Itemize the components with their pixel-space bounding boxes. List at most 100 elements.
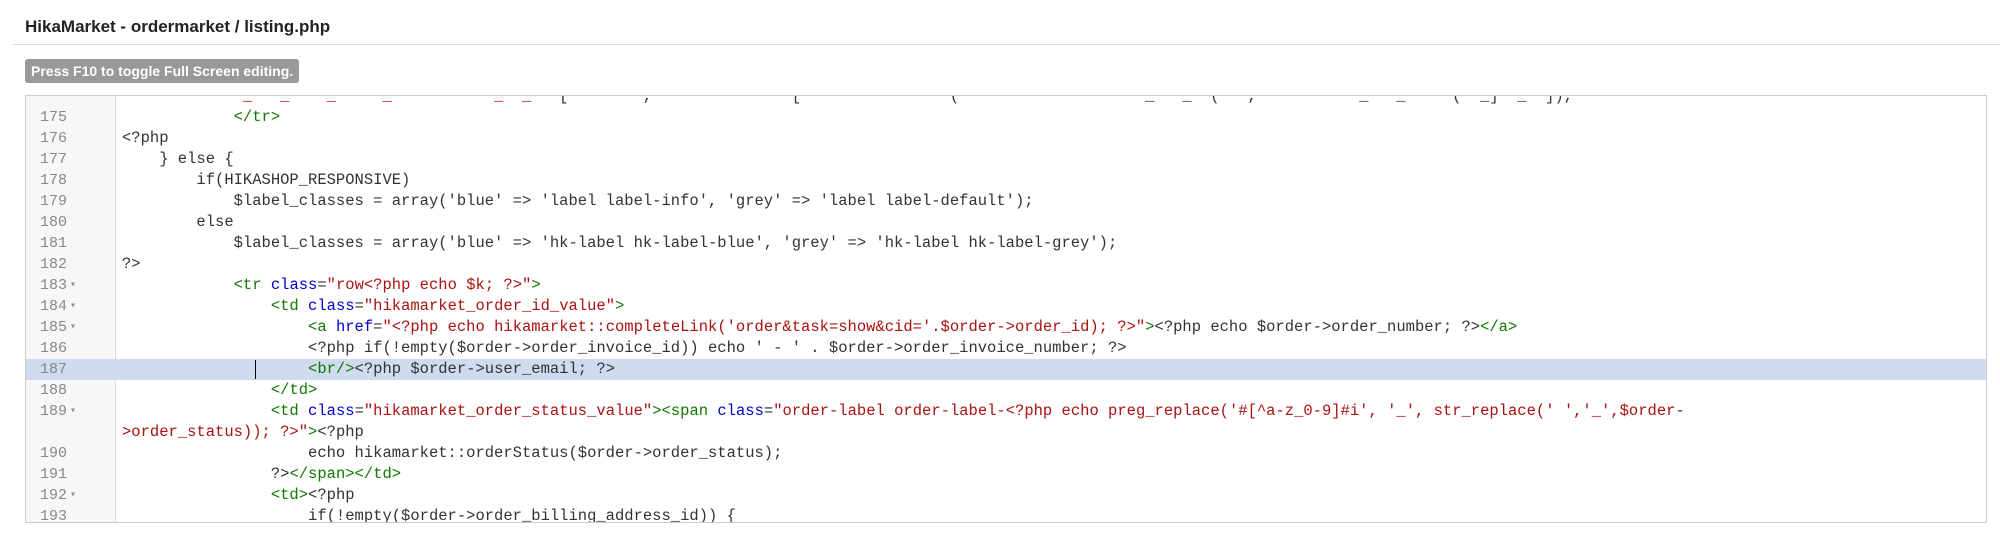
code-token: class [308, 402, 355, 420]
code-token: <tr [233, 276, 271, 294]
code-token: <?php [317, 423, 364, 441]
code-line-text[interactable]: >order_status)); ?>"><?php [122, 422, 1982, 443]
code-token: </a> [1480, 318, 1518, 336]
code-token: <a [308, 318, 336, 336]
code-line[interactable]: 180 else [26, 212, 1986, 233]
code-line-text[interactable]: <br/><?php $order->user_email; ?> [122, 359, 1982, 380]
code-token [122, 402, 271, 420]
code-token [122, 318, 308, 336]
code-line-partial[interactable]: _ _ _ _ _ _ [ , [ ( _ _ ( , _ _ ( _] _ ]… [26, 95, 1986, 107]
code-line[interactable]: 185▾ <a href="<?php echo hikamarket::com… [26, 317, 1986, 338]
page-title: HikaMarket - ordermarket / listing.php [25, 17, 331, 36]
code-line[interactable]: 191 ?></span></td> [26, 464, 1986, 485]
code-token: $label_classes = array('blue' => 'label … [122, 192, 1034, 210]
code-line[interactable]: 193 if(!empty($order->order_billing_addr… [26, 506, 1986, 523]
code-line[interactable]: >order_status)); ?>"><?php [26, 422, 1986, 443]
code-line-text[interactable]: $label_classes = array('blue' => 'hk-lab… [122, 233, 1982, 254]
code-token: </td> [270, 381, 318, 399]
code-line-text[interactable]: <td class="hikamarket_order_id_value"> [122, 296, 1982, 317]
code-token: > [1145, 318, 1155, 336]
code-line-text[interactable]: <td><?php [122, 485, 1982, 506]
code-token [122, 486, 271, 504]
line-number: 177 [40, 151, 68, 168]
code-line-text[interactable]: $label_classes = array('blue' => 'label … [122, 191, 1982, 212]
code-line[interactable]: 190 echo hikamarket::orderStatus($order-… [26, 443, 1986, 464]
line-number: 178 [40, 172, 68, 189]
code-token: ?> [122, 255, 141, 273]
code-line-text[interactable]: if(!empty($order->order_billing_address_… [122, 506, 1982, 523]
line-gutter-cell: 188 [26, 380, 115, 401]
code-line[interactable]: 189▾ <td class="hikamarket_order_status_… [26, 401, 1986, 422]
code-token: class [308, 297, 355, 315]
code-line-text[interactable]: </tr> [122, 107, 1982, 128]
code-token [122, 381, 271, 399]
code-line[interactable]: 177 } else { [26, 149, 1986, 170]
line-gutter-cell: 193 [26, 506, 115, 523]
line-number: 190 [40, 445, 68, 462]
code-token: <?php if(!empty($order->order_invoice_id… [122, 339, 1127, 357]
code-editor[interactable]: _ _ _ _ _ _ [ , [ ( _ _ ( , _ _ ( _] _ ]… [25, 95, 1987, 523]
code-line-text[interactable]: <td class="hikamarket_order_status_value… [122, 401, 1982, 422]
code-line-active[interactable]: 187 <br/><?php $order->user_email; ?> [26, 359, 1986, 380]
code-line[interactable]: 179 $label_classes = array('blue' => 'la… [26, 191, 1986, 212]
code-token: [ , [ ( _ _ ( , _ _ ( _] _ ]), [531, 95, 1574, 105]
code-token: $label_classes = array('blue' => 'hk-lab… [122, 234, 1118, 252]
code-line[interactable]: 176 <?php [26, 128, 1986, 149]
code-token: = [763, 402, 774, 420]
line-number: 176 [40, 130, 68, 147]
fullscreen-hint-badge: Press F10 to toggle Full Screen editing. [25, 59, 300, 83]
code-token: "<?php echo hikamarket::completeLink('or… [382, 318, 1146, 336]
line-number: 193 [40, 508, 68, 523]
code-token: <td [270, 297, 309, 315]
fold-toggle-icon[interactable]: ▾ [70, 406, 77, 417]
code-line-text[interactable]: ?></span></td> [122, 464, 1982, 485]
line-gutter-cell: 192▾ [26, 485, 115, 506]
code-token: >order_status)); ?>" [122, 423, 309, 441]
code-token: = [373, 318, 383, 336]
code-line-text[interactable]: echo hikamarket::orderStatus($order->ord… [122, 443, 1982, 464]
line-gutter-cell: 176 [26, 128, 115, 149]
line-number: 185 [40, 319, 68, 336]
code-line[interactable]: 184▾ <td class="hikamarket_order_id_valu… [26, 296, 1986, 317]
fold-toggle-icon[interactable]: ▾ [70, 322, 77, 333]
line-gutter-cell: 189▾ [26, 401, 115, 422]
line-number: 188 [40, 382, 68, 399]
line-gutter-cell: 185▾ [26, 317, 115, 338]
code-token: <?php [122, 129, 169, 147]
fold-toggle-icon[interactable]: ▾ [70, 490, 77, 501]
code-token: = [354, 297, 364, 315]
code-line-text[interactable]: <?php [122, 128, 1982, 149]
fold-toggle-icon[interactable]: ▾ [70, 280, 77, 291]
line-gutter-cell: 184▾ [26, 296, 115, 317]
code-line[interactable]: 188 </td> [26, 380, 1986, 401]
line-gutter-cell: 177 [26, 149, 115, 170]
code-line-text[interactable]: </td> [122, 380, 1982, 401]
code-token [122, 108, 234, 126]
code-line-text[interactable]: else [122, 212, 1982, 233]
code-line-text[interactable]: _ _ _ _ _ _ [ , [ ( _ _ ( , _ _ ( _] _ ]… [122, 95, 1982, 107]
code-line-text[interactable]: if(HIKASHOP_RESPONSIVE) [122, 170, 1982, 191]
line-number: 189 [40, 403, 68, 420]
code-token: if(HIKASHOP_RESPONSIVE) [122, 171, 411, 189]
code-area[interactable]: _ _ _ _ _ _ [ , [ ( _ _ ( , _ _ ( _] _ ]… [26, 96, 1986, 522]
code-line-text[interactable]: <?php if(!empty($order->order_invoice_id… [122, 338, 1982, 359]
code-line-text[interactable]: ?> [122, 254, 1982, 275]
code-token: } else { [122, 150, 234, 168]
code-token: echo hikamarket::orderStatus($order->ord… [122, 444, 783, 462]
code-line-text[interactable]: <a href="<?php echo hikamarket::complete… [122, 317, 1982, 338]
fold-toggle-icon[interactable]: ▾ [70, 301, 77, 312]
code-line[interactable]: 192▾ <td><?php [26, 485, 1986, 506]
code-token: "order-label order-label-<?php echo preg… [773, 402, 1685, 420]
code-token: if(!empty($order->order_billing_address_… [122, 507, 736, 523]
code-line[interactable]: 175 </tr> [26, 107, 1986, 128]
code-line[interactable]: 183▾ <tr class="row<?php echo $k; ?>"> [26, 275, 1986, 296]
code-line[interactable]: 178 if(HIKASHOP_RESPONSIVE) [26, 170, 1986, 191]
code-line[interactable]: 181 $label_classes = array('blue' => 'hk… [26, 233, 1986, 254]
line-number: 180 [40, 214, 68, 231]
code-line[interactable]: 186 <?php if(!empty($order->order_invoic… [26, 338, 1986, 359]
code-token: href [335, 318, 374, 336]
code-line-text[interactable]: <tr class="row<?php echo $k; ?>"> [122, 275, 1982, 296]
code-line-text[interactable]: } else { [122, 149, 1982, 170]
code-line[interactable]: 182?> [26, 254, 1986, 275]
line-number: 186 [40, 340, 68, 357]
